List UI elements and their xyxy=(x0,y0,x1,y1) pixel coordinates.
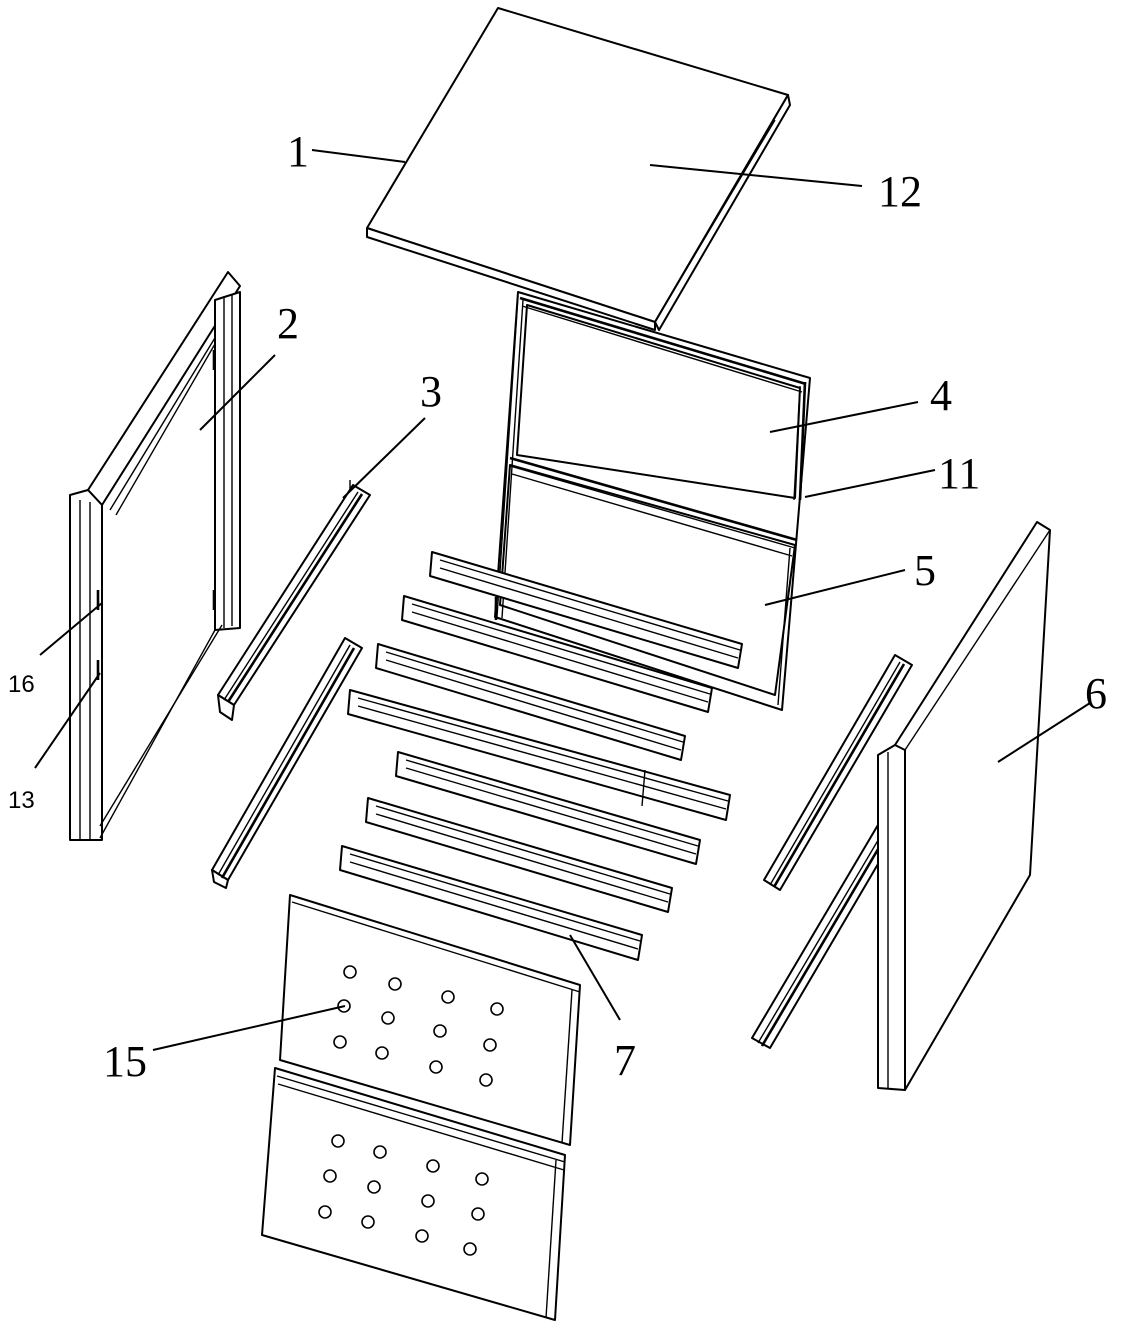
label-13: 13 xyxy=(8,787,35,814)
label-2: 2 xyxy=(277,299,299,348)
bar-6 xyxy=(365,797,673,913)
bottom-plate-lower xyxy=(261,1067,566,1321)
left-rail-lower xyxy=(211,637,363,889)
label-3: 3 xyxy=(420,367,442,416)
label-7: 7 xyxy=(614,1036,636,1085)
leader-lines xyxy=(34,149,1091,1051)
bottom-plate-upper xyxy=(279,894,581,1146)
right-rail-upper xyxy=(763,654,913,891)
label-15: 15 xyxy=(103,1037,147,1086)
label-11: 11 xyxy=(938,449,980,498)
left-rail-upper xyxy=(217,480,371,721)
bar-7 xyxy=(339,845,643,961)
bar-5 xyxy=(395,751,701,865)
bar-2 xyxy=(401,595,713,713)
label-16: 16 xyxy=(8,671,35,698)
label-5: 5 xyxy=(914,546,936,595)
bar-4 xyxy=(347,689,731,821)
label-1: 1 xyxy=(287,127,309,176)
label-12: 12 xyxy=(878,167,922,216)
bar-3 xyxy=(375,643,686,761)
label-6: 6 xyxy=(1085,669,1107,718)
right-side-plate xyxy=(877,521,1051,1091)
left-frame xyxy=(69,271,241,841)
bar-1 xyxy=(429,551,743,669)
label-4: 4 xyxy=(930,371,952,420)
top-plate xyxy=(366,7,791,331)
callout-labels: 1 12 2 3 4 11 5 6 16 13 15 7 xyxy=(8,127,1107,1086)
